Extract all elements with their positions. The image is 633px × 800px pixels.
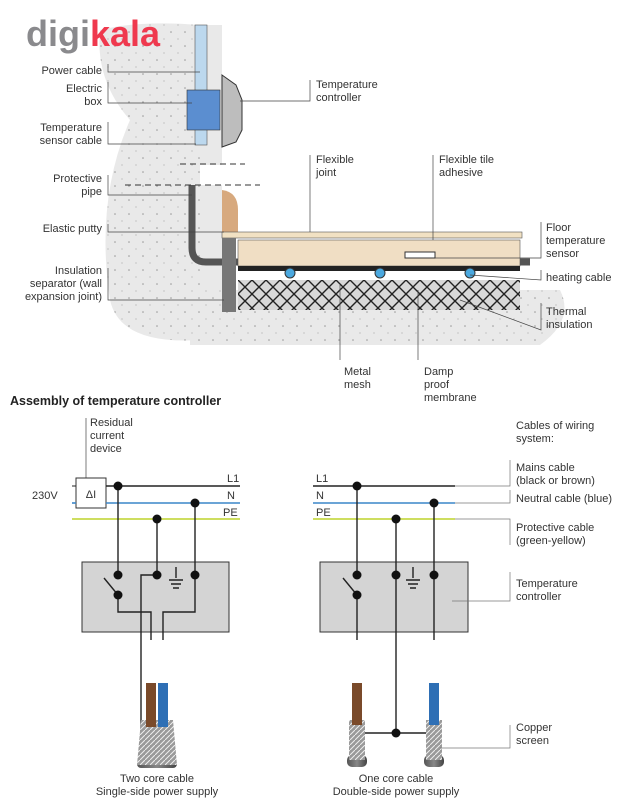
temperature-controller-unit (221, 74, 243, 148)
label-floor-sensor-3: sensor (546, 248, 579, 260)
legend-copper-2: screen (516, 735, 549, 747)
label-temperature-controller-2: controller (316, 92, 362, 104)
rcd-label: Residual (90, 417, 133, 429)
caption-right-2: Double-side power supply (333, 786, 460, 798)
legend-protective: Protective cable (516, 522, 594, 534)
logo-part-1: digi (26, 13, 90, 54)
blue-core (158, 683, 168, 727)
label-insulation-separator-2: separator (wall (30, 278, 102, 290)
label-temperature-controller: Temperature (316, 79, 378, 91)
elastic-putty (222, 190, 238, 232)
label-flexible-joint-2: joint (315, 167, 336, 179)
pe-label-right: PE (316, 507, 331, 519)
legend-protective-2: (green-yellow) (516, 535, 586, 547)
voltage-label: 230V (32, 490, 58, 502)
label-floor-sensor-2: temperature (546, 235, 605, 247)
wiring-title: Assembly of temperature controller (10, 394, 221, 408)
label-electric-box: Electric (66, 83, 103, 95)
label-floor-sensor: Floor (546, 222, 571, 234)
label-metal-mesh-2: mesh (344, 379, 371, 391)
heating-cable-dot (374, 267, 386, 279)
legend-copper: Copper (516, 722, 552, 734)
label-insulation-separator: Insulation (55, 265, 102, 277)
tile-adhesive (237, 239, 521, 267)
label-sensor-cable-2: sensor cable (40, 135, 102, 147)
caption-left-2: Single-side power supply (96, 786, 219, 798)
right-labels: Temperature controller Flexible joint Fl… (315, 79, 611, 404)
legend-controller: Temperature (516, 578, 578, 590)
wall-concrete (99, 23, 200, 341)
legend-controller-2: controller (516, 591, 562, 603)
one-core-cable-left (347, 683, 367, 767)
label-sensor-cable: Temperature (40, 122, 102, 134)
rcd-symbol: ΔI (86, 489, 96, 501)
digikala-logo: digikala (26, 13, 161, 54)
two-core-cable (137, 683, 177, 768)
label-thermal-insulation: Thermal (546, 306, 586, 318)
label-tile-adhesive-2: adhesive (439, 167, 483, 179)
label-thermal-insulation-2: insulation (546, 319, 592, 331)
label-metal-mesh: Metal (344, 366, 371, 378)
cables-heading: Cables of wiring (516, 420, 594, 432)
legend-mains: Mains cable (516, 462, 575, 474)
pe-label-left: PE (223, 507, 238, 519)
floor-section: Power cable Electric box Temperature sen… (25, 23, 611, 404)
legend-neutral: Neutral cable (blue) (516, 493, 612, 505)
l1-label-right: L1 (316, 473, 328, 485)
label-damp-proof-2: proof (424, 379, 450, 391)
logo-part-2: kala (90, 13, 161, 54)
label-power-cable: Power cable (41, 65, 102, 77)
label-electric-box-2: box (84, 96, 102, 108)
caption-left: Two core cable (120, 773, 194, 785)
label-damp-proof-3: membrane (424, 392, 477, 404)
tiles (221, 231, 523, 239)
brown-core (146, 683, 156, 727)
label-damp-proof: Damp (424, 366, 453, 378)
one-core-cable-right (424, 683, 444, 767)
floor-sensor (404, 251, 436, 259)
insulation-separator (222, 238, 236, 312)
label-tile-adhesive: Flexible tile (439, 154, 494, 166)
heating-cable-dot (284, 267, 296, 279)
l1-label-left: L1 (227, 473, 239, 485)
heating-cable-dot (464, 267, 476, 279)
thermal-insulation (238, 280, 520, 310)
wiring-section: Assembly of temperature controller Resid… (10, 394, 612, 798)
n-label-right: N (316, 490, 324, 502)
label-elastic-putty: Elastic putty (43, 223, 103, 235)
label-insulation-separator-3: expansion joint) (25, 291, 102, 303)
n-label-left: N (227, 490, 235, 502)
electric-box (186, 89, 221, 131)
rcd-label-3: device (90, 443, 122, 455)
label-heating-cable: heating cable (546, 272, 611, 284)
protective-pipe (188, 185, 530, 266)
rcd-box (75, 477, 107, 509)
label-flexible-joint: Flexible (316, 154, 354, 166)
caption-right: One core cable (359, 773, 434, 785)
label-protective-pipe-2: pipe (81, 186, 102, 198)
label-protective-pipe: Protective (53, 173, 102, 185)
cables-heading-2: system: (516, 433, 554, 445)
left-labels: Power cable Electric box Temperature sen… (25, 65, 103, 303)
rcd-label-2: current (90, 430, 124, 442)
legend-mains-2: (black or brown) (516, 475, 595, 487)
